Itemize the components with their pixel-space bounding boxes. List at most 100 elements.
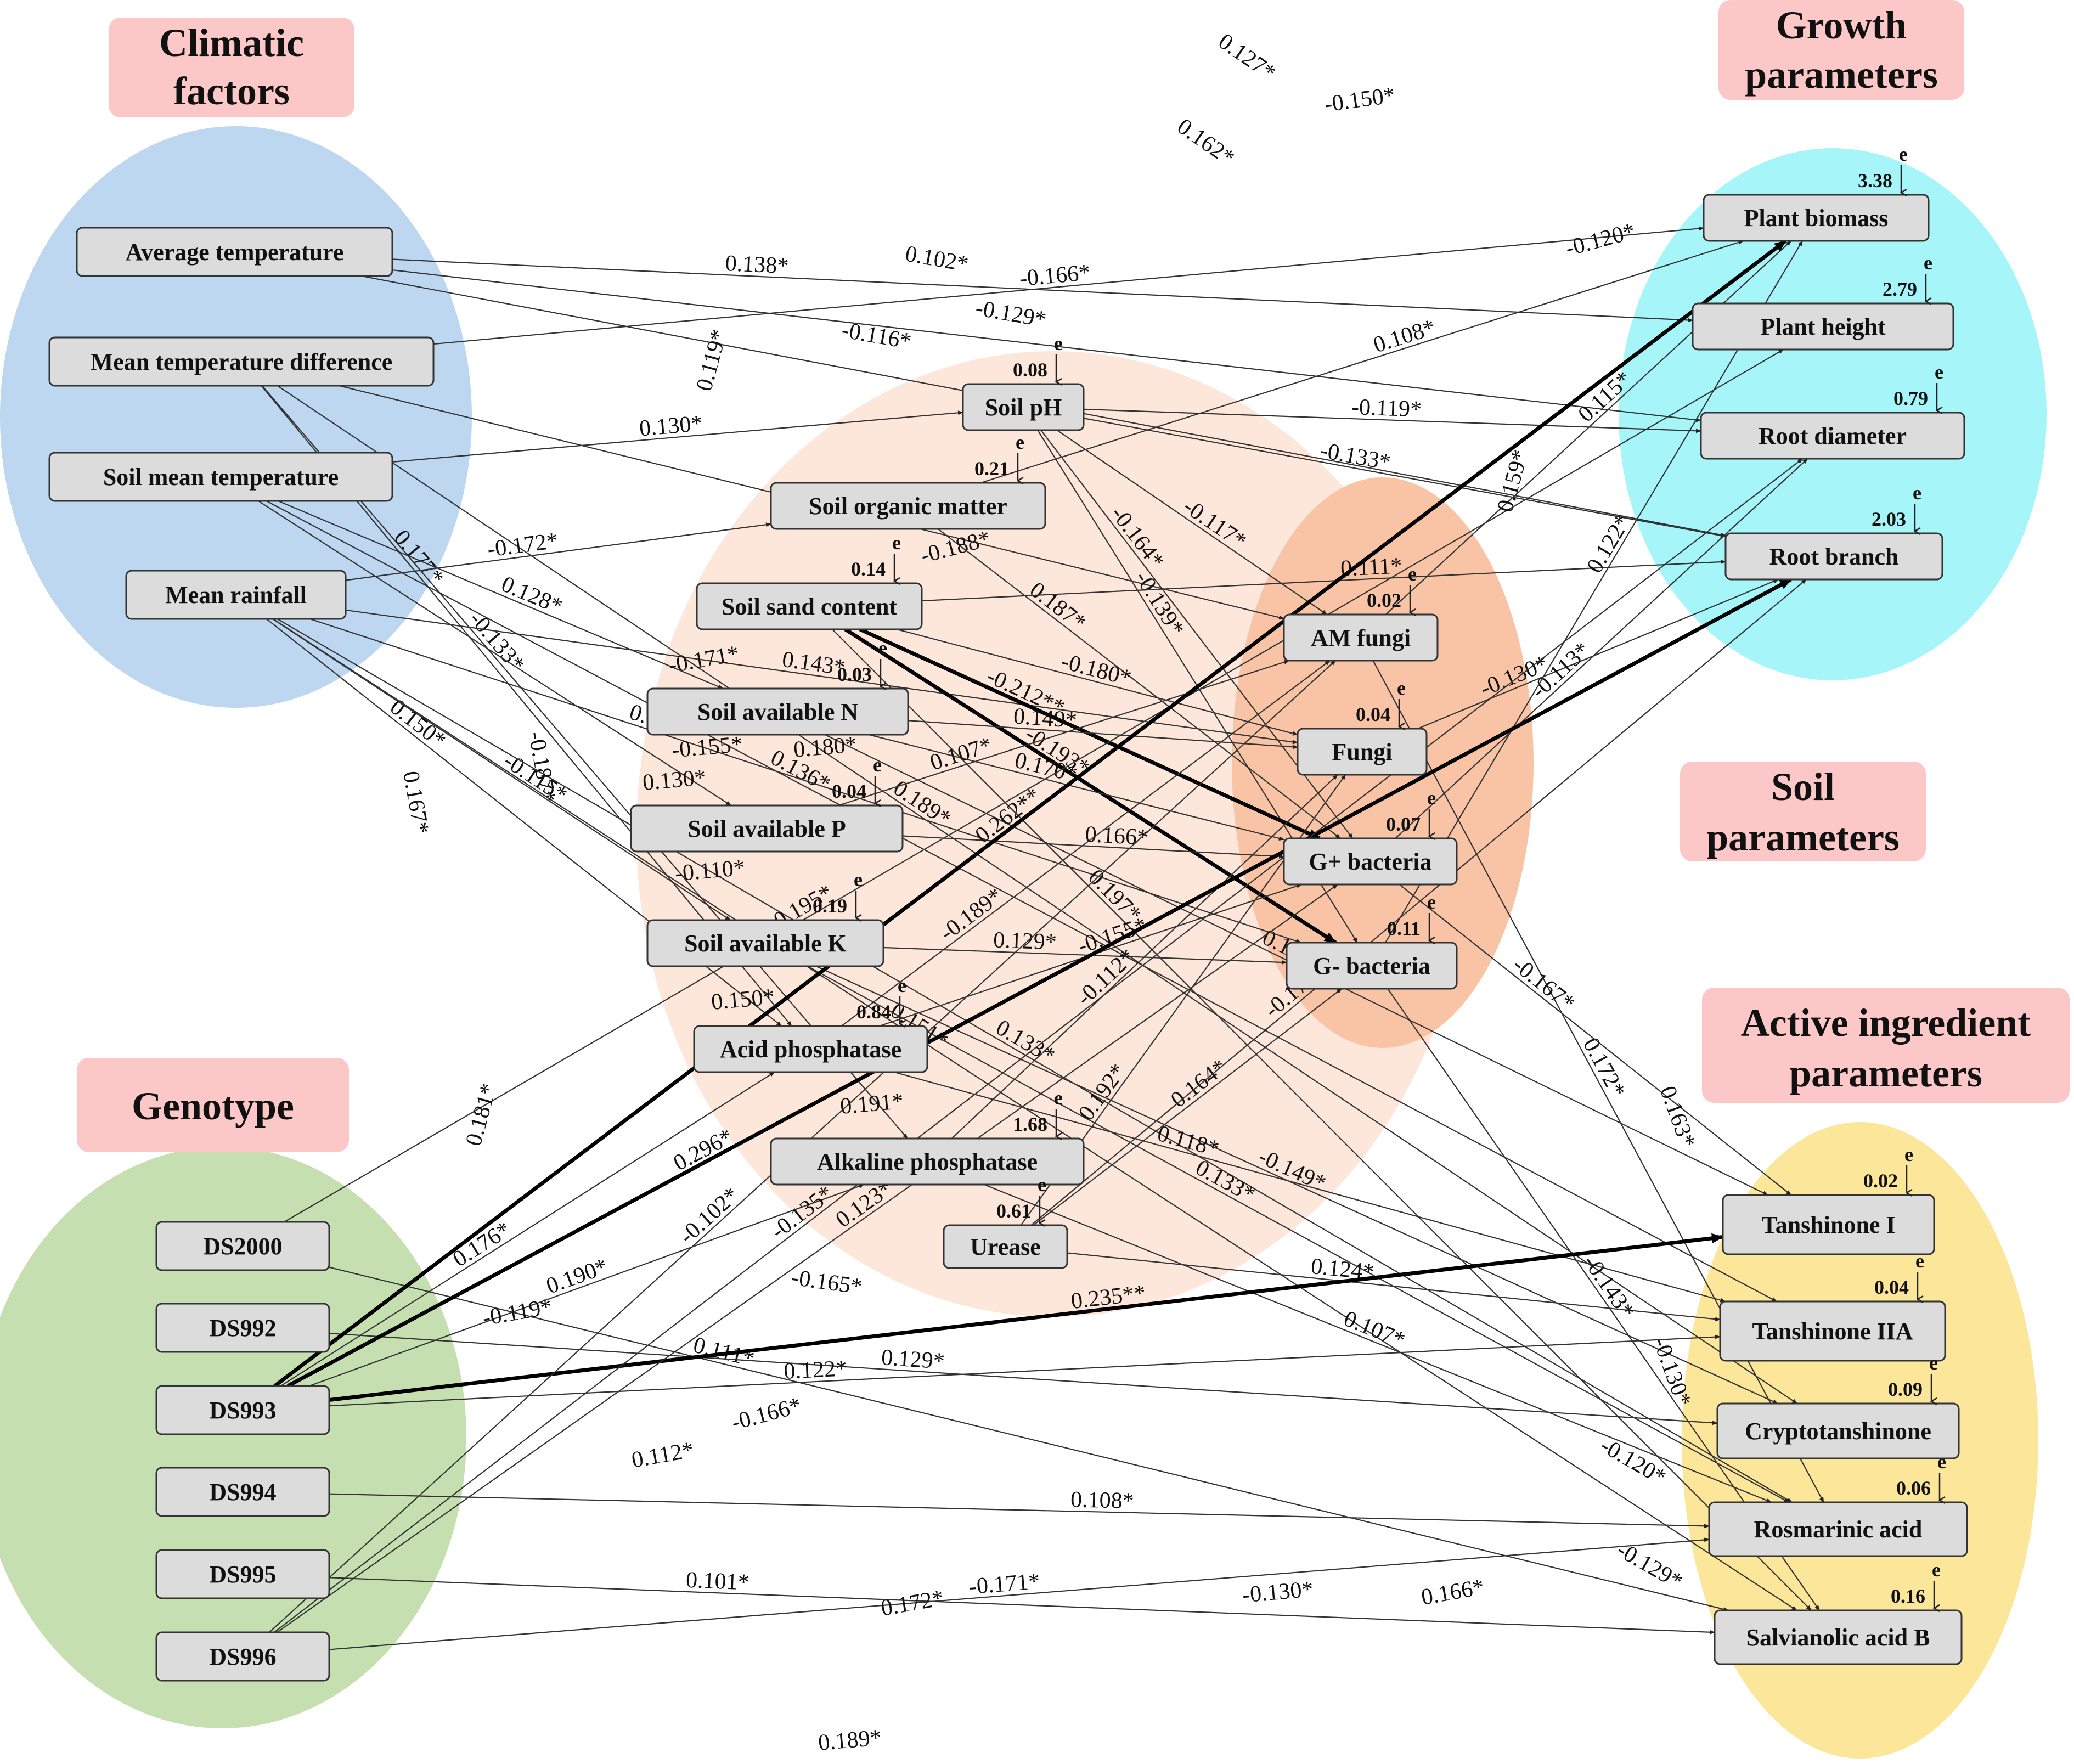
path-coefficient: -0.143* xyxy=(1578,1250,1639,1323)
svg-text:Climatic: Climatic xyxy=(159,21,304,65)
path-line xyxy=(807,966,1790,1503)
r2-value: 0.03 xyxy=(837,663,872,685)
path-line xyxy=(284,349,1784,1222)
r2-value: 0.04 xyxy=(1874,1276,1909,1298)
node-salb: Salvianolic acid Be0.16 xyxy=(1714,1559,1963,1665)
path-avail_n-to-fungi: 0.149* xyxy=(908,703,1298,749)
path-line xyxy=(278,500,724,690)
node-box xyxy=(943,1224,1068,1269)
path-soil_mean_temp-to-soil_ph: 0.130* xyxy=(392,410,963,463)
path-coefficient: 0.138* xyxy=(725,251,790,279)
error-term: e xyxy=(1408,563,1417,585)
path-line xyxy=(902,835,1284,859)
path-line xyxy=(273,239,1787,1388)
r2-value: 0.02 xyxy=(1367,589,1401,611)
r2-value: 0.79 xyxy=(1893,387,1928,409)
svg-text:parameters: parameters xyxy=(1706,815,1900,859)
path-line xyxy=(883,946,1287,965)
path-coefficient: 0.122* xyxy=(783,1356,848,1384)
free-coefficient-label: 0.112* xyxy=(630,1438,696,1473)
path-line xyxy=(280,1072,775,1387)
path-line xyxy=(329,1333,1718,1425)
path-coefficient: 0.111* xyxy=(1340,553,1403,581)
node-label: Rosmarinic acid xyxy=(1754,1516,1923,1543)
node-box xyxy=(155,1221,330,1271)
node-ds996: DS996 xyxy=(155,1631,330,1682)
error-term: e xyxy=(898,974,906,996)
error-term: e xyxy=(1937,1451,1946,1473)
path-coefficient: 0.108* xyxy=(1371,315,1439,358)
path-avg_temp-to-height: 0.138* xyxy=(392,251,1693,323)
node-mean-temp-diff: Mean temperature difference xyxy=(48,336,435,387)
path-line xyxy=(980,240,1744,484)
free-coefficient-label: 0.167* xyxy=(398,769,433,836)
svg-text:Genotype: Genotype xyxy=(132,1084,294,1128)
node-box xyxy=(125,570,347,620)
node-label: Soil sand content xyxy=(722,593,898,620)
path-line xyxy=(951,774,1338,1139)
error-term: e xyxy=(1427,891,1436,913)
r2-value: 0.84 xyxy=(856,1001,891,1023)
path-line xyxy=(274,458,1804,1633)
node-label: G+ bacteria xyxy=(1309,848,1431,875)
path-line xyxy=(345,609,1298,745)
r2-value: 0.11 xyxy=(1387,917,1421,939)
path-line xyxy=(273,618,1797,1611)
svg-text:Soil: Soil xyxy=(1771,765,1835,809)
node-box xyxy=(1708,1501,1968,1557)
error-term: e xyxy=(1427,787,1436,809)
free-coefficient-label: 0.150* xyxy=(710,984,775,1015)
node-label: Root branch xyxy=(1769,543,1899,570)
r2-value: 0.21 xyxy=(974,458,1009,480)
climatic-factors-label: Climatic factors xyxy=(109,18,354,117)
node-label: DS992 xyxy=(209,1315,276,1342)
node-box xyxy=(1286,942,1458,990)
path-line xyxy=(261,385,908,1139)
svg-text:Growth: Growth xyxy=(1776,3,1907,47)
path-coefficient: 0.108* xyxy=(1070,1487,1135,1514)
path-line xyxy=(1067,1252,1721,1322)
node-box xyxy=(1716,1402,1960,1459)
path-line xyxy=(329,1537,1710,1650)
r2-value: 0.19 xyxy=(813,895,847,917)
r2-value: 0.04 xyxy=(832,780,866,802)
node-box xyxy=(155,1549,330,1599)
error-term: e xyxy=(1054,1087,1063,1109)
free-coefficient-label: 0.127* xyxy=(1214,29,1280,86)
node-box xyxy=(1692,302,1954,351)
soil-parameters-label: Soil parameters xyxy=(1680,762,1926,861)
node-label: Fungi xyxy=(1332,739,1392,765)
path-line xyxy=(392,258,1693,323)
node-box xyxy=(646,687,909,736)
node-box xyxy=(646,919,884,967)
node-label: Soil available K xyxy=(684,930,847,957)
path-coefficient: 0.149* xyxy=(1013,703,1078,733)
node-label: Acid phosphatase xyxy=(720,1036,901,1063)
node-box xyxy=(1297,728,1428,776)
node-label: Mean rainfall xyxy=(165,582,307,608)
path-soil_mean_temp-to-avail_p xyxy=(258,500,732,806)
error-term: e xyxy=(873,754,882,776)
path-line xyxy=(329,1493,1710,1529)
path-line xyxy=(329,1233,1724,1402)
path-coefficient: 0.150* xyxy=(385,694,450,753)
node-avail-k: Soil available Ke0.19 xyxy=(646,869,884,967)
path-line xyxy=(433,226,1704,345)
r2-value: 0.61 xyxy=(996,1200,1031,1222)
error-term: e xyxy=(1016,431,1024,453)
node-label: AM fungi xyxy=(1311,624,1411,651)
path-line xyxy=(815,965,1778,1405)
node-ds995: DS995 xyxy=(155,1549,330,1599)
path-ds992-to-crypto: 0.129* xyxy=(329,1333,1718,1425)
path-line xyxy=(329,1334,1721,1407)
free-coefficient-label: -0.129* xyxy=(973,295,1048,332)
free-coefficient-label: -0.155* xyxy=(670,731,743,763)
node-box xyxy=(155,1303,330,1353)
path-line xyxy=(841,660,1331,1027)
path-coefficient: 0.130* xyxy=(638,411,703,442)
